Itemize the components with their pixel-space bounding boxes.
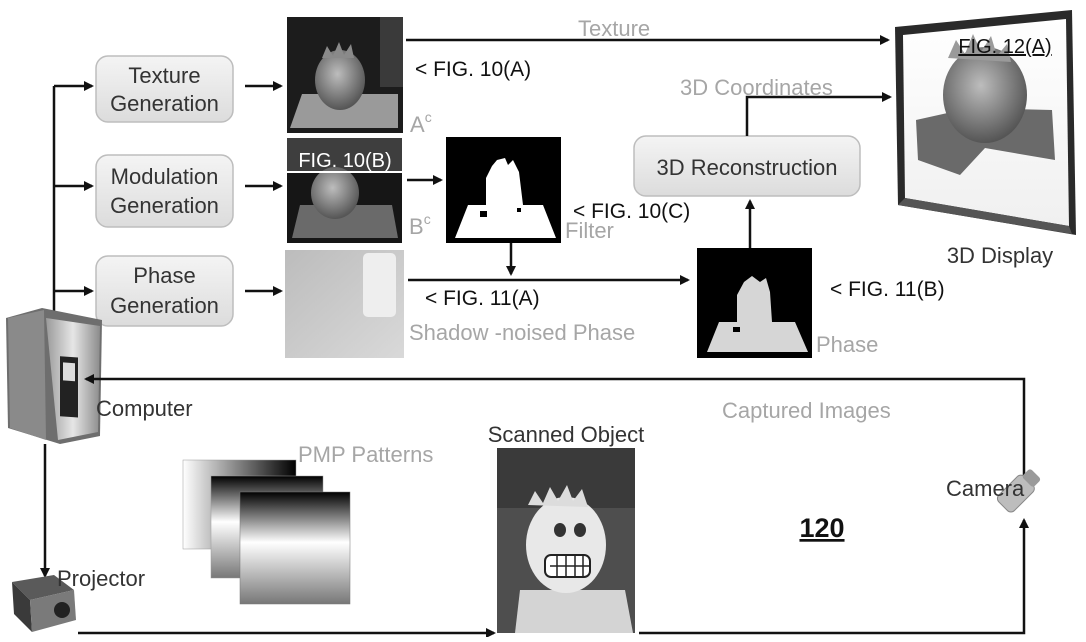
coordinates-flow-label: 3D Coordinates — [680, 75, 833, 100]
computer-bus — [52, 81, 94, 318]
filter-image — [446, 137, 561, 243]
reconstruction-label: 3D Reconstruction — [657, 155, 838, 180]
phase-generation-box: Phase Generation — [95, 255, 234, 327]
texture-generation-line1: Texture — [128, 63, 200, 88]
modulation-generation-line2: Generation — [110, 193, 219, 218]
texture-flow-label: Texture — [578, 16, 650, 41]
computer-icon — [6, 308, 102, 444]
pmp-patterns-icon — [182, 459, 351, 605]
filter-label: Filter — [565, 218, 614, 243]
texture-generation-line2: Generation — [110, 91, 219, 116]
bc-label: Bc — [409, 211, 431, 239]
reconstruction-box: 3D Reconstruction — [633, 135, 861, 197]
ac-label: Ac — [410, 109, 432, 137]
captured-images-label: Captured Images — [722, 398, 891, 423]
phase-generation-line2: Generation — [110, 293, 219, 318]
phase-image — [697, 248, 812, 358]
modulation-generation-box: Modulation Generation — [95, 154, 234, 228]
camera-icon — [996, 469, 1041, 513]
scanned-object-label: Scanned Object — [488, 422, 645, 447]
computer-label: Computer — [96, 396, 193, 421]
reference-numeral: 120 — [799, 513, 844, 543]
fig-10a-ref: < FIG. 10(A) — [415, 58, 531, 81]
phase-generation-line1: Phase — [133, 263, 195, 288]
phase-label: Phase — [816, 332, 878, 357]
modulation-generation-line1: Modulation — [111, 164, 219, 189]
scanned-object-photo — [497, 448, 635, 633]
fig-11a-ref: < FIG. 11(A) — [425, 287, 540, 310]
modulation-image-bc — [280, 138, 404, 243]
texture-generation-box: Texture Generation — [95, 55, 234, 123]
projector-icon — [12, 575, 76, 632]
fig-10b-ref: FIG. 10(B) — [298, 150, 391, 172]
display-label: 3D Display — [947, 243, 1053, 268]
fig-12a-ref: FIG. 12(A) — [958, 36, 1051, 58]
camera-label: Camera — [946, 476, 1025, 501]
fig-11b-ref: < FIG. 11(B) — [830, 278, 945, 301]
texture-image-ac — [287, 17, 403, 133]
shadow-phase-image — [285, 250, 404, 358]
fig-10c-ref: < FIG. 10(C) — [573, 200, 690, 223]
pmp-patterns-label: PMP Patterns — [298, 442, 433, 467]
projector-label: Projector — [57, 566, 145, 591]
display-monitor-icon — [895, 10, 1076, 235]
shadow-phase-label: Shadow -noised Phase — [409, 320, 635, 345]
